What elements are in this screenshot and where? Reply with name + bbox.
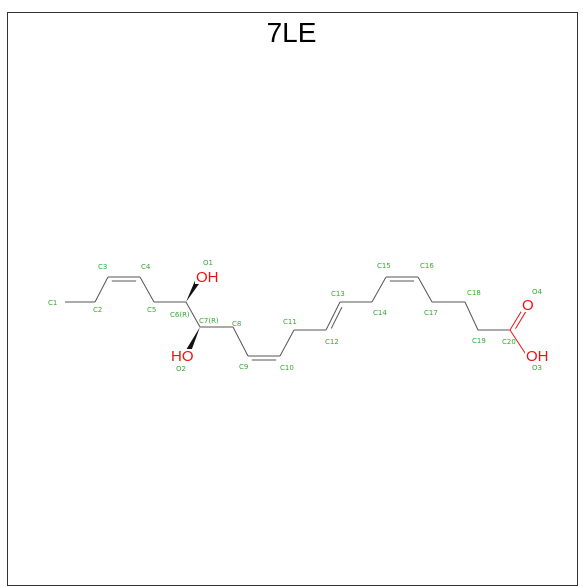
atom-label-c17: C17 [424, 309, 438, 317]
bond-C3-C4 [108, 276, 140, 282]
heteroatom-bg [195, 270, 217, 284]
viewer-frame [7, 12, 578, 586]
molecule-title: 7LE [266, 17, 317, 48]
atom-label-c2: C2 [93, 306, 102, 314]
atom-label-c20: C20 [502, 338, 516, 346]
heteroatom-bg [525, 349, 547, 363]
bond-C14-C15 [371, 276, 387, 303]
bond-C8-C9 [232, 326, 249, 357]
bond-C18-C19 [464, 301, 479, 331]
bond-C20-O3 [509, 329, 528, 357]
heteroatom-bg [170, 349, 192, 363]
bond-C12-C13 [325, 301, 343, 331]
heteroatom-label-oh: OH [196, 269, 219, 286]
bond-C15-C16 [386, 276, 418, 282]
atom-label-c3: C3 [98, 263, 107, 271]
atom-label-c9: C9 [239, 363, 248, 371]
atom-label-c6r: C6(R) [170, 311, 190, 319]
atom-label-c15: C15 [377, 262, 391, 270]
atom-label-c1: C1 [48, 299, 57, 307]
heteroatom-label-ho: HO [171, 348, 194, 365]
atom-label-o2: O2 [176, 365, 186, 373]
atom-label-o4: O4 [532, 288, 543, 296]
bond-C10-C11 [279, 329, 295, 357]
atom-label-c7r: C7(R) [199, 317, 219, 325]
heteroatom-label-o: O [522, 297, 534, 314]
bond-C16-C17 [417, 276, 433, 303]
bond-C4-C5 [139, 276, 155, 303]
bond-C9-C10 [248, 355, 280, 361]
heteroatom-bg [521, 298, 533, 312]
atom-label-c18: C18 [467, 289, 481, 297]
atom-label-c8: C8 [232, 320, 241, 328]
bond-C2-C3 [94, 276, 109, 303]
atom-label-c10: C10 [280, 364, 294, 372]
atom-label-o3: O3 [532, 364, 542, 372]
bond-C6-C7 [185, 301, 201, 328]
atom-label-c12: C12 [325, 338, 339, 346]
atom-label-c4: C4 [141, 263, 151, 271]
atom-label-c13: C13 [331, 290, 345, 298]
atom-label-o1: O1 [203, 259, 213, 267]
heteroatom-label-oh: OH [526, 348, 549, 365]
atom-label-c16: C16 [420, 262, 434, 270]
atom-label-c11: C11 [283, 318, 297, 326]
atom-label-c19: C19 [472, 337, 486, 345]
atom-label-c5: C5 [147, 306, 156, 314]
atom-label-c14: C14 [373, 309, 387, 317]
